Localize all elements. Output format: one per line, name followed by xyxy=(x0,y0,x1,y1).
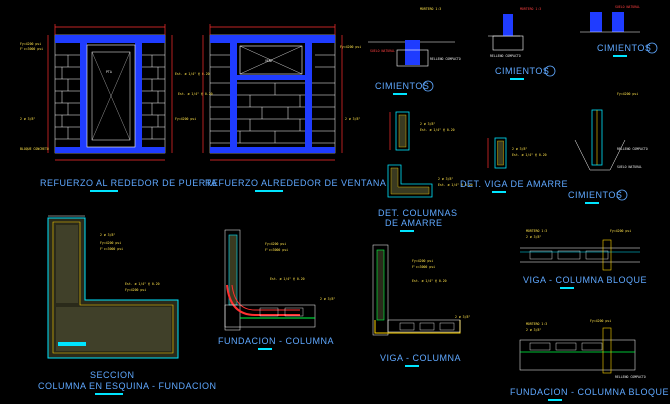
cimientos-1-symbol-icon xyxy=(422,80,434,92)
sec-note-1: 2 ø 3/8" xyxy=(100,233,115,237)
door-note-3: 2 ø 3/8" xyxy=(20,117,35,121)
det-col-note-1: 2 ø 3/8" xyxy=(420,122,435,126)
cim4-note-1: Fy=4200 psi xyxy=(617,92,638,96)
fcb-note-1: MORTERO 1:3 xyxy=(526,322,547,326)
door-note-5: Fy=4200 psi xyxy=(175,117,196,121)
vc-note-4: 2 ø 3/8" xyxy=(455,315,470,319)
cimientos-title-1-underline xyxy=(393,93,407,95)
det-viga-title: DET. VIGA DE AMARRE xyxy=(460,179,568,189)
cimientos-4-symbol-icon xyxy=(616,189,628,201)
fc-note-3: Est. ø 1/4" @ 0.20 xyxy=(270,277,305,281)
vcb-note-1: MORTERO 1:3 xyxy=(526,229,547,233)
door-title: REFUERZO AL REDEDOR DE PUERTA xyxy=(40,178,217,188)
vcb-note-2: 2 ø 3/8" xyxy=(526,235,541,239)
fcb-note-3: Fy=4200 psi xyxy=(590,319,611,323)
cim3-note-1: SUELO NATURAL xyxy=(615,5,640,9)
det-columnas-underline xyxy=(400,230,414,232)
sec-note-2: Fy=4200 psi xyxy=(100,241,121,245)
det-viga-underline xyxy=(492,191,506,193)
door-tag: PTA xyxy=(106,70,112,74)
window-tag: VENT xyxy=(265,59,273,63)
cim1-note-1: SUELO NATURAL xyxy=(370,49,395,53)
cimientos-title-2-underline xyxy=(510,78,524,80)
window-title-underline xyxy=(255,190,283,192)
window-note-1: Fy=4200 psi xyxy=(340,45,361,49)
cim1-note-2: RELLENO COMPACTO xyxy=(430,57,461,61)
fc-note-1: Fy=4200 psi xyxy=(265,242,286,246)
fcb-note-2: 2 ø 3/8" xyxy=(526,328,541,332)
window-note-2: Est. ø 1/4" @ 0.20 xyxy=(178,92,213,96)
fundacion-columna-bloque-title: FUNDACION - COLUMNA BLOQUE xyxy=(510,387,669,397)
det-columnas-title-1: DET. COLUMNAS xyxy=(378,208,458,218)
sec-note-3: F'c=3000 psi xyxy=(100,247,123,251)
cimientos-title-3-underline xyxy=(613,55,627,57)
cimientos-title-4: CIMIENTOS xyxy=(568,190,622,200)
seccion-detail: 2 ø 3/8" Fy=4200 psi F'c=3000 psi Est. ø… xyxy=(47,215,179,359)
door-note-6: BLOQUE CONCRETO xyxy=(20,147,49,151)
fcb-note-4: RELLENO COMPACTO xyxy=(615,375,646,379)
door-note-1: Fy=4200 psi xyxy=(20,42,41,46)
cimientos-title-4-underline xyxy=(585,202,599,204)
det-columnas-title-2: DE AMARRE xyxy=(385,218,443,228)
cim2-note-2: MORTERO 1:3 xyxy=(520,7,541,11)
viga-columna-title: VIGA - COLUMNA xyxy=(380,353,461,363)
det-viga-note-1: 2 ø 3/8" xyxy=(512,147,527,151)
fundacion-columna-detail: Fy=4200 psi F'c=3000 psi Est. ø 1/4" @ 0… xyxy=(224,229,335,331)
fc-note-2: F'c=3000 psi xyxy=(265,248,288,252)
cimientos-2-symbol-icon xyxy=(544,65,556,77)
vcb-note-3: Fy=4200 psi xyxy=(610,229,631,233)
cim1-note-3: MORTERO 1:3 xyxy=(420,7,441,11)
viga-columna-bloque-underline xyxy=(560,287,574,289)
det-viga-detail: 2 ø 3/8" Est. ø 1/4" @ 0.20 xyxy=(487,137,547,169)
cimientos-detail-3: SUELO NATURAL xyxy=(580,5,640,33)
window-detail: VENT Fy=4200 psi Est. ø 1/4" @ 0.20 2 ø … xyxy=(178,24,361,161)
door-title-underline xyxy=(90,190,118,192)
viga-columna-bloque-detail: MORTERO 1:3 2 ø 3/8" Fy=4200 psi xyxy=(520,229,640,271)
cimientos-detail-2: RELLENO COMPACTO MORTERO 1:3 xyxy=(488,7,541,58)
cimientos-title-1: CIMIENTOS xyxy=(375,81,429,91)
vc-note-2: F'c=3000 psi xyxy=(412,265,435,269)
viga-columna-detail: Fy=4200 psi F'c=3000 psi Est. ø 1/4" @ 0… xyxy=(372,244,470,336)
fundacion-columna-bloque-detail: MORTERO 1:3 2 ø 3/8" Fy=4200 psi RELLENO… xyxy=(519,319,646,379)
seccion-title-2: COLUMNA EN ESQUINA - FUNDACION xyxy=(38,381,217,391)
det-col-note-2: Est. ø 1/4" @ 0.20 xyxy=(420,128,455,132)
cimientos-detail-4: Fy=4200 psi RELLENO COMPACTO SUELO NATUR… xyxy=(574,92,648,171)
cim4-note-3: SUELO NATURAL xyxy=(617,165,642,169)
cimientos-detail-1: SUELO NATURAL RELLENO COMPACTO MORTERO 1… xyxy=(368,7,461,67)
viga-columna-underline xyxy=(405,365,419,367)
fundacion-columna-underline xyxy=(258,348,272,350)
vc-note-3: Est. ø 1/4" @ 0.20 xyxy=(412,279,447,283)
cimientos-3-symbol-icon xyxy=(646,42,658,54)
window-title: REFUERZO ALREDEDOR DE VENTANA xyxy=(205,178,386,188)
door-note-2: F'c=3000 psi xyxy=(20,47,43,51)
cim2-note-1: RELLENO COMPACTO xyxy=(490,54,521,58)
seccion-title-1: SECCION xyxy=(90,370,135,380)
window-note-3: 2 ø 3/8" xyxy=(345,117,360,121)
viga-columna-bloque-title: VIGA - COLUMNA BLOQUE xyxy=(523,275,647,285)
det-columnas-detail: 2 ø 3/8" Est. ø 1/4" @ 0.20 2 ø 3/8" Est… xyxy=(387,111,473,198)
det-col-note-4: Est. ø 1/4" @ 0.20 xyxy=(438,183,473,187)
door-note-4: Est. ø 1/4" @ 0.20 xyxy=(175,72,210,76)
det-col-note-3: 2 ø 3/8" xyxy=(438,177,453,181)
seccion-underline xyxy=(95,393,123,395)
sec-note-5: Fy=4200 psi xyxy=(125,288,146,292)
det-viga-note-2: Est. ø 1/4" @ 0.20 xyxy=(512,153,547,157)
cimientos-title-2: CIMIENTOS xyxy=(495,66,549,76)
fundacion-columna-title: FUNDACION - COLUMNA xyxy=(218,336,334,346)
fundacion-columna-bloque-underline xyxy=(548,399,562,401)
door-detail: PTA Fy=4200 psi F'c=3000 psi 2 ø 3/8" Es… xyxy=(20,24,210,161)
vc-note-1: Fy=4200 psi xyxy=(412,259,433,263)
fc-note-4: 2 ø 3/8" xyxy=(320,297,335,301)
cim4-note-2: RELLENO COMPACTO xyxy=(617,147,648,151)
sec-note-4: Est. ø 1/4" @ 0.20 xyxy=(125,282,160,286)
cimientos-title-3: CIMIENTOS xyxy=(597,43,651,53)
